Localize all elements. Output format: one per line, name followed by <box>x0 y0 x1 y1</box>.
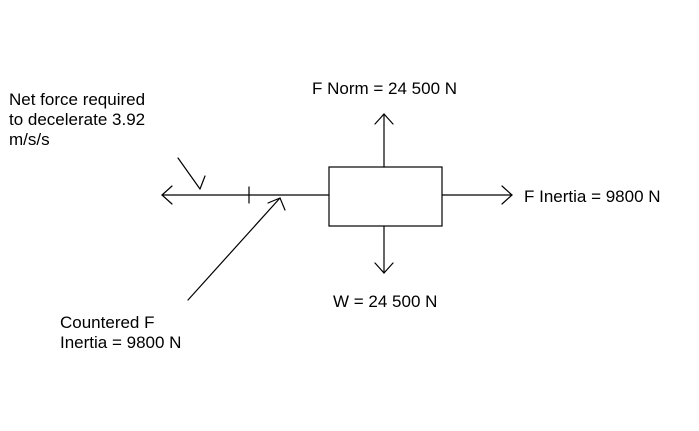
normal-force-arrow <box>374 113 394 168</box>
body-block <box>328 166 443 227</box>
inertia-force-arrow <box>441 185 513 205</box>
weight-label: W = 24 500 N <box>333 292 438 311</box>
net-force-arrow <box>161 185 330 205</box>
net-force-label: Net force required to decelerate 3.92 m/… <box>9 90 146 149</box>
normal-force-label: F Norm = 24 500 N <box>312 79 458 98</box>
countered-force-pointer <box>187 197 286 301</box>
net-force-pointer <box>177 157 206 190</box>
countered-inertia-label: Countered F Inertia = 9800 N <box>60 313 182 352</box>
weight-arrow <box>374 225 394 274</box>
inertia-force-label: F Inertia = 9800 N <box>524 187 661 206</box>
